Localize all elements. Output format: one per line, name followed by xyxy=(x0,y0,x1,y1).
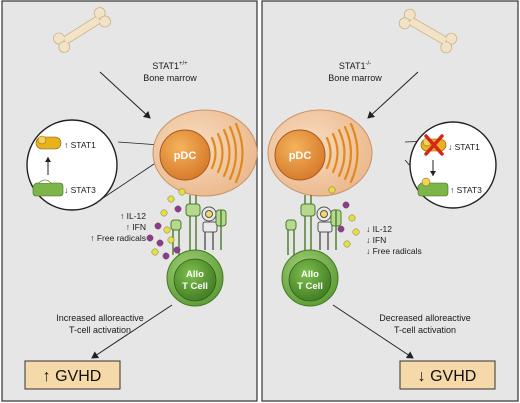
right-receptors xyxy=(285,195,342,255)
right-tcell-line1: Allo xyxy=(301,269,319,280)
right-gvhd-label: ↓ GVHD xyxy=(418,368,477,385)
left-tcell-line2: T Cell xyxy=(182,281,208,292)
right-outcome-line1: Decreased alloreactive xyxy=(379,313,471,323)
left-receptors xyxy=(170,195,227,255)
bone-icon xyxy=(53,7,111,53)
left-panel-bg xyxy=(1,0,258,402)
left-zoom-bottom-label: ↓ STAT3 xyxy=(64,185,96,195)
left-source-label: STAT1+/+ xyxy=(152,61,188,71)
left-panel: STAT1+/+ Bone marrow ↑ STAT1 ↓ STAT3 xyxy=(1,0,258,402)
right-cytokine-free-radicals: ↓ Free radicals xyxy=(366,246,422,256)
stat3-pill-icon xyxy=(32,179,64,197)
left-zoom-line-bottom xyxy=(99,159,161,201)
left-gvhd-box: ↑ GVHD xyxy=(24,360,121,390)
left-zoom-circle: ↑ STAT1 ↓ STAT3 xyxy=(26,119,118,211)
right-zoom-bottom-label: ↑ STAT3 xyxy=(450,185,482,195)
right-pdc-waves xyxy=(325,122,359,184)
right-bone-arrow xyxy=(367,71,419,119)
right-tcell: Allo T Cell xyxy=(281,249,339,307)
left-cytokine-dots xyxy=(146,188,186,260)
right-source-label-line2: Bone marrow xyxy=(328,73,382,83)
right-outcome-arrow xyxy=(332,304,414,359)
stat1-pill-crossed-icon xyxy=(420,134,447,156)
right-gvhd-box: ↓ GVHD xyxy=(399,360,496,390)
right-zoom-top-label: ↓ STAT1 xyxy=(448,142,480,152)
right-outcome-line2: T-cell activation xyxy=(394,325,456,335)
stat3-pill-icon-right xyxy=(417,177,449,197)
right-panel: STAT1-/- Bone marrow ↓ STAT1 ↑ STAT3 pDC xyxy=(261,0,519,402)
bone-icon-right xyxy=(398,8,458,54)
left-cytokine-ifn: ↑ IFN xyxy=(126,222,146,232)
left-pdc-label: pDC xyxy=(174,150,197,162)
left-outcome-line1: Increased alloreactive xyxy=(56,313,144,323)
right-tcell-line2: T Cell xyxy=(297,281,323,292)
right-pdc-cell: pDC xyxy=(267,109,373,197)
left-tcell-line1: Allo xyxy=(186,269,204,280)
left-outcome-line2: T-cell activation xyxy=(69,325,131,335)
left-cytokine-free-radicals: ↑ Free radicals xyxy=(90,233,146,243)
right-source-label: STAT1-/- xyxy=(339,61,371,71)
left-outcome-arrow xyxy=(91,304,173,359)
right-cytokine-ifn: ↓ IFN xyxy=(366,235,386,245)
right-panel-bg xyxy=(261,0,519,402)
left-pdc-waves xyxy=(210,122,244,184)
right-cytokine-il12: ↓ IL-12 xyxy=(366,224,392,234)
left-gvhd-label: ↑ GVHD xyxy=(43,368,102,385)
right-pdc-label: pDC xyxy=(289,150,312,162)
left-cytokine-il12: ↑ IL-12 xyxy=(120,211,146,221)
stat1-pill-icon xyxy=(35,135,62,150)
left-zoom-top-label: ↑ STAT1 xyxy=(64,140,96,150)
left-source-label-line2: Bone marrow xyxy=(143,73,197,83)
left-zoom-line-top xyxy=(117,141,161,146)
left-pdc-cell: pDC xyxy=(152,109,258,197)
left-bone-arrow xyxy=(99,71,151,119)
right-zoom-circle: ↓ STAT1 ↑ STAT3 xyxy=(409,121,497,209)
right-cytokine-dots xyxy=(328,186,360,248)
left-tcell: Allo T Cell xyxy=(166,249,224,307)
